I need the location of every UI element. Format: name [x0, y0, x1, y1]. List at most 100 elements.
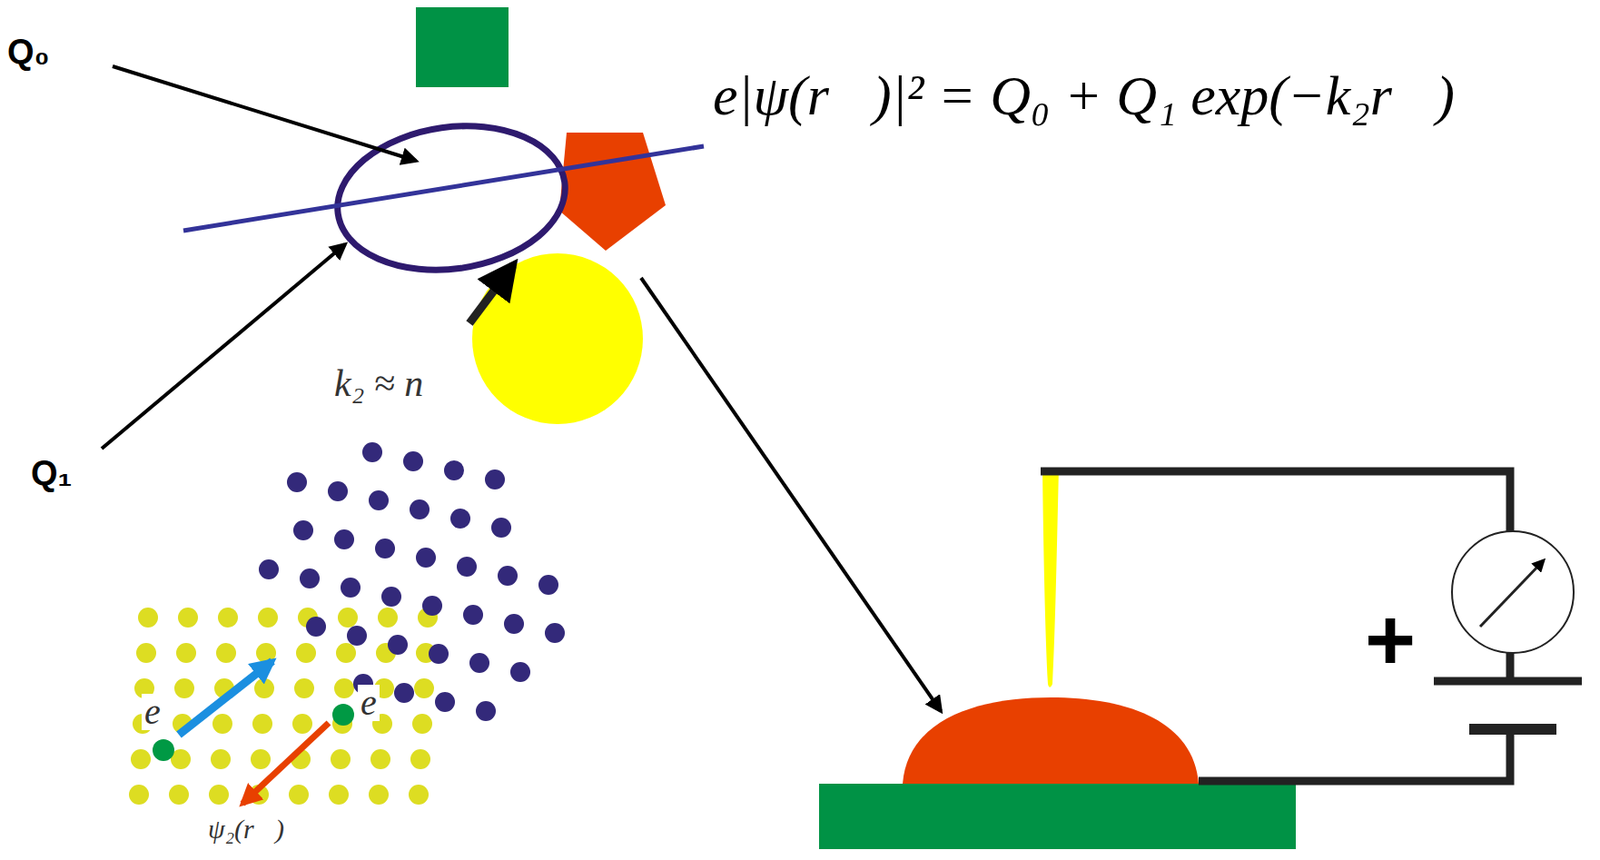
green-square [415, 7, 509, 88]
lattice-atom [497, 565, 518, 586]
lattice-atom [299, 568, 320, 589]
wavefunction-label: ψ₂(r⃗) [205, 815, 287, 843]
lattice-atom [212, 713, 233, 734]
axis-line [183, 146, 704, 231]
q1-arrow [101, 244, 346, 449]
lattice-atom [484, 469, 505, 490]
charge-label: Q₁ [30, 454, 72, 494]
lattice-atom [296, 642, 317, 663]
lattice-atom [538, 574, 559, 595]
lattice-atom [346, 625, 367, 646]
lattice-atom [409, 499, 430, 520]
lattice-atom [177, 607, 198, 628]
red-pentagon [559, 132, 666, 251]
lattice-atom [377, 607, 398, 628]
lattice-atom [381, 586, 402, 607]
lattice-atom [387, 634, 408, 655]
lattice-atom [130, 749, 151, 770]
lattice-atom [375, 538, 396, 559]
lattice-atom [257, 607, 278, 628]
lattice-atom [410, 749, 431, 770]
lattice-atom [403, 451, 424, 472]
lattice-atom [340, 577, 361, 598]
lattice-atom [216, 642, 237, 663]
lattice-atom [408, 784, 429, 805]
lattice-atom [208, 784, 229, 805]
lattice-atom [456, 556, 477, 577]
wire [1040, 471, 1511, 533]
lattice-atom [414, 678, 435, 699]
lattice-atom [294, 678, 315, 699]
lattice-atom [128, 784, 149, 805]
lattice-atom [217, 607, 238, 628]
lattice-atom [428, 643, 449, 664]
k2-arrow [469, 265, 514, 324]
lattice-atom [334, 678, 355, 699]
lattice-atom [394, 682, 415, 703]
probe-tip [1042, 467, 1059, 688]
lattice-atom [463, 604, 484, 625]
lattice-atom [444, 460, 465, 481]
substrate [819, 783, 1296, 850]
lattice-atom [368, 490, 389, 511]
lattice-atom [176, 642, 197, 663]
lattice-atom [412, 713, 433, 734]
meter [1451, 531, 1574, 653]
lattice-atom [286, 472, 307, 493]
lattice-atom [415, 547, 436, 568]
lattice-atom [306, 616, 326, 637]
electron-label: e [357, 684, 380, 721]
lattice-atom [503, 613, 524, 634]
lattice-atom [136, 642, 157, 663]
lattice-atom [293, 520, 314, 541]
lattice [128, 442, 565, 805]
charge-label: Q₀ [7, 32, 50, 73]
lattice-atom [491, 517, 512, 538]
wire [1198, 729, 1511, 781]
lattice-atom [337, 607, 358, 628]
lattice-atom [370, 749, 391, 770]
lattice-atom [469, 652, 490, 673]
electron-label: e [141, 693, 164, 731]
lattice-atom [258, 559, 279, 580]
polarity-sign: + [1364, 590, 1416, 691]
lattice-atom [288, 784, 309, 805]
lattice-atom [252, 713, 273, 734]
lattice-atom [334, 529, 355, 550]
electron [152, 739, 175, 761]
molecule-ellipse [327, 111, 574, 285]
equation: e|ψ(r⃗)|² = Q₀ + Q₁ exp(−k₂r⃗) [712, 63, 1455, 129]
electron [332, 703, 355, 726]
lattice-atom [330, 749, 351, 770]
lattice-atom [328, 784, 349, 805]
lattice-atom [210, 749, 231, 770]
electron-arrow [178, 661, 273, 735]
lattice-atom [168, 784, 189, 805]
lattice-atom [544, 622, 565, 643]
lattice-atom [510, 661, 531, 682]
wire [1506, 652, 1515, 679]
lattice-atom [362, 442, 383, 463]
lattice-atom [434, 691, 455, 712]
lattice-atom [138, 607, 159, 628]
lattice-atom [422, 595, 443, 616]
lattice-atom [335, 642, 356, 663]
lattice-atom [292, 713, 313, 734]
lattice-atom [174, 678, 195, 699]
electron-arrow [242, 722, 329, 804]
parameter-label: k₂ ≈ n [334, 361, 424, 405]
sample-drop [902, 697, 1199, 784]
lattice-atom [327, 481, 348, 502]
lattice-atom [250, 749, 271, 770]
lattice-atom [256, 642, 277, 663]
battery-plate [1433, 677, 1582, 686]
meter-needle [1480, 560, 1544, 627]
lattice-atom [254, 678, 275, 699]
zoom-arrow [641, 277, 941, 712]
q0-arrow [112, 66, 416, 161]
lattice-atom [450, 508, 471, 529]
lattice-atom [475, 701, 496, 721]
